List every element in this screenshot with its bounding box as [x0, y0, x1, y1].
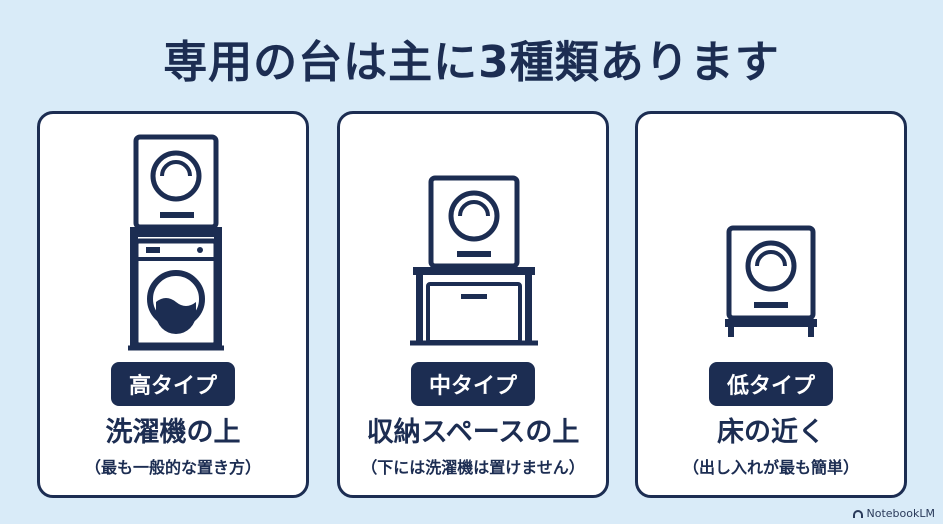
- card-note: （下には洗濯機は置けません）: [361, 458, 585, 477]
- badge-mid-type: 中タイプ: [410, 362, 536, 406]
- card-mid-type: 中タイプ 収納スペースの上 （下には洗濯機は置けません）: [337, 111, 609, 498]
- card-low-type: 低タイプ 床の近く （出し入れが最も簡単）: [635, 111, 907, 498]
- card-label: 収納スペースの上: [366, 417, 580, 448]
- notebooklm-logo-icon: [852, 509, 863, 518]
- page-title: 専用の台は主に3種類あります: [163, 37, 780, 88]
- dryer-on-storage-rack-icon: [410, 175, 538, 346]
- dryer-on-low-stand-icon: [725, 225, 817, 337]
- card-label: 床の近く: [717, 417, 825, 448]
- badge-high-type: 高タイプ: [110, 362, 236, 406]
- card-note: （出し入れが最も簡単）: [682, 458, 859, 477]
- card-label: 洗濯機の上: [105, 417, 241, 448]
- card-note: （最も一般的な置き方）: [84, 458, 261, 477]
- watermark-text: NotebookLM: [866, 507, 935, 520]
- notebooklm-watermark: NotebookLM: [852, 507, 935, 520]
- card-high-type: 高タイプ 洗濯機の上 （最も一般的な置き方）: [37, 111, 309, 498]
- dryer-on-washer-icon: [128, 134, 224, 351]
- badge-low-type: 低タイプ: [708, 362, 834, 406]
